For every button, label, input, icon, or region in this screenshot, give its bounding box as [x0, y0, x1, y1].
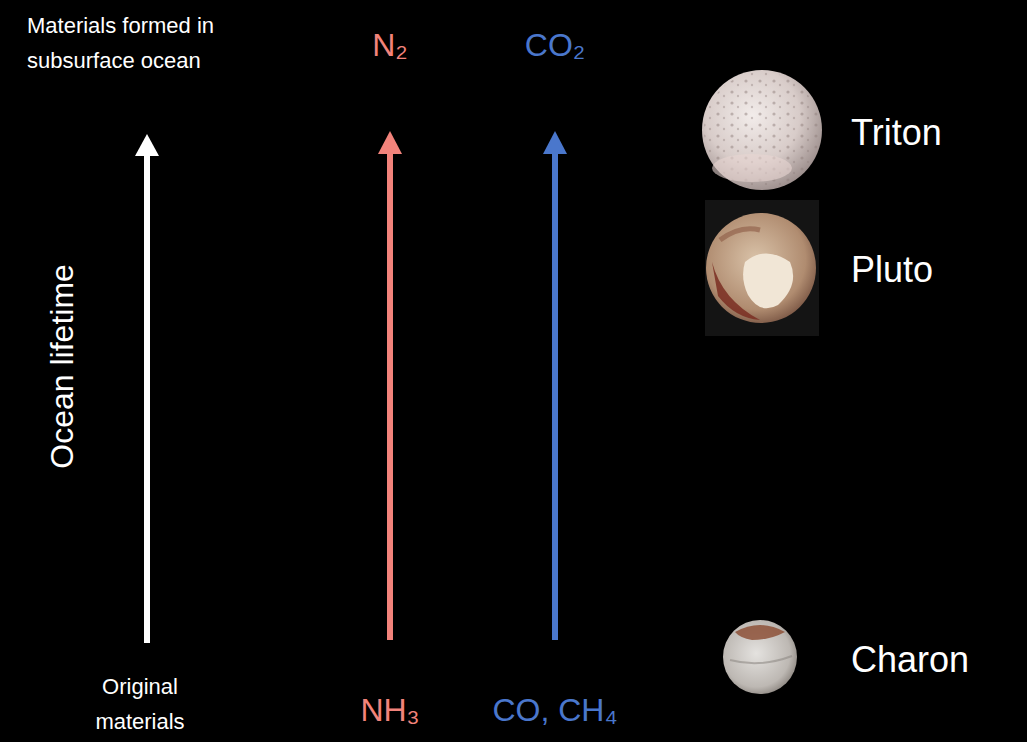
axis-bottom-label: Original materials — [75, 669, 205, 739]
moon-name: Triton — [851, 112, 942, 153]
ocean-lifetime-arrow — [135, 134, 159, 643]
axis-top-label: Materials formed in subsurface ocean — [27, 8, 307, 78]
charon-image — [723, 620, 797, 694]
reactant-label: NH₃ — [360, 692, 419, 729]
triton-image — [702, 70, 822, 190]
product-label: N₂ — [372, 27, 408, 64]
carbon-arrow — [543, 131, 567, 640]
axis-label: Ocean lifetime — [44, 264, 81, 469]
moon-name: Pluto — [851, 249, 933, 290]
reactant-label: CO, CH₄ — [492, 692, 617, 729]
product-label: CO₂ — [525, 27, 585, 64]
moon-name: Charon — [851, 639, 969, 680]
pluto-image — [705, 200, 819, 336]
nitrogen-arrow — [378, 131, 402, 640]
